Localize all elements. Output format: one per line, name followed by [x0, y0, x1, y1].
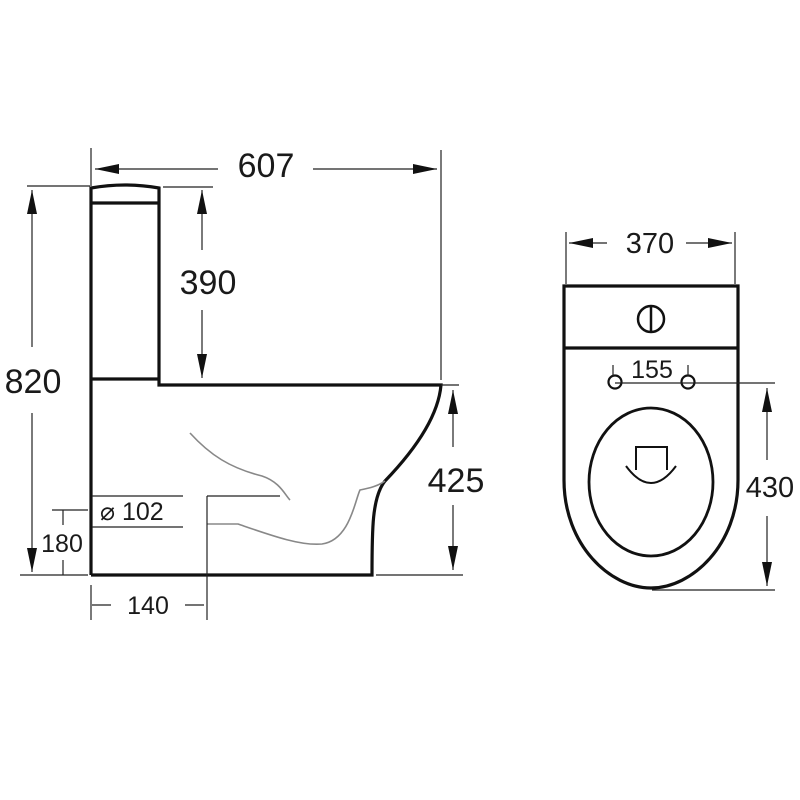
- hole-spacing-label: 155: [631, 356, 673, 384]
- dimension-outlet-diameter: ⌀ 102: [92, 495, 183, 528]
- height-label: 820: [5, 363, 62, 401]
- seat-fixing-holes: 155: [607, 356, 775, 390]
- top-view: 155 370 430: [562, 228, 794, 591]
- toilet-top-outline: [562, 284, 740, 590]
- tank-height-label: 390: [180, 264, 237, 302]
- dimension-outlet-height: 180: [41, 509, 88, 575]
- bowl-length-label: 430: [746, 472, 794, 504]
- toilet-side-outline: [89, 183, 443, 577]
- seat-height-label: 425: [428, 462, 485, 500]
- outlet-diameter-label: ⌀ 102: [100, 498, 164, 526]
- length-label: 607: [238, 147, 295, 185]
- width-label: 370: [626, 228, 674, 260]
- dimension-tank-height: 390: [163, 186, 237, 378]
- dimension-width: 370: [565, 228, 736, 284]
- side-view: 607 820 390 425: [5, 147, 485, 620]
- dimension-seat-height: 425: [376, 384, 485, 576]
- trapway-curve: [189, 432, 386, 546]
- outlet-setback-label: 140: [127, 592, 169, 620]
- dimension-bowl-length: 430: [652, 388, 794, 591]
- seat-opening: [587, 406, 715, 558]
- outlet-symbol-icon: [625, 446, 677, 484]
- dimension-outlet-setback: 140: [90, 495, 280, 620]
- dimension-overall-height: 820: [5, 185, 90, 576]
- outlet-height-label: 180: [41, 530, 83, 558]
- dimension-overall-length: 607: [90, 147, 442, 380]
- flush-button-icon: [636, 304, 666, 334]
